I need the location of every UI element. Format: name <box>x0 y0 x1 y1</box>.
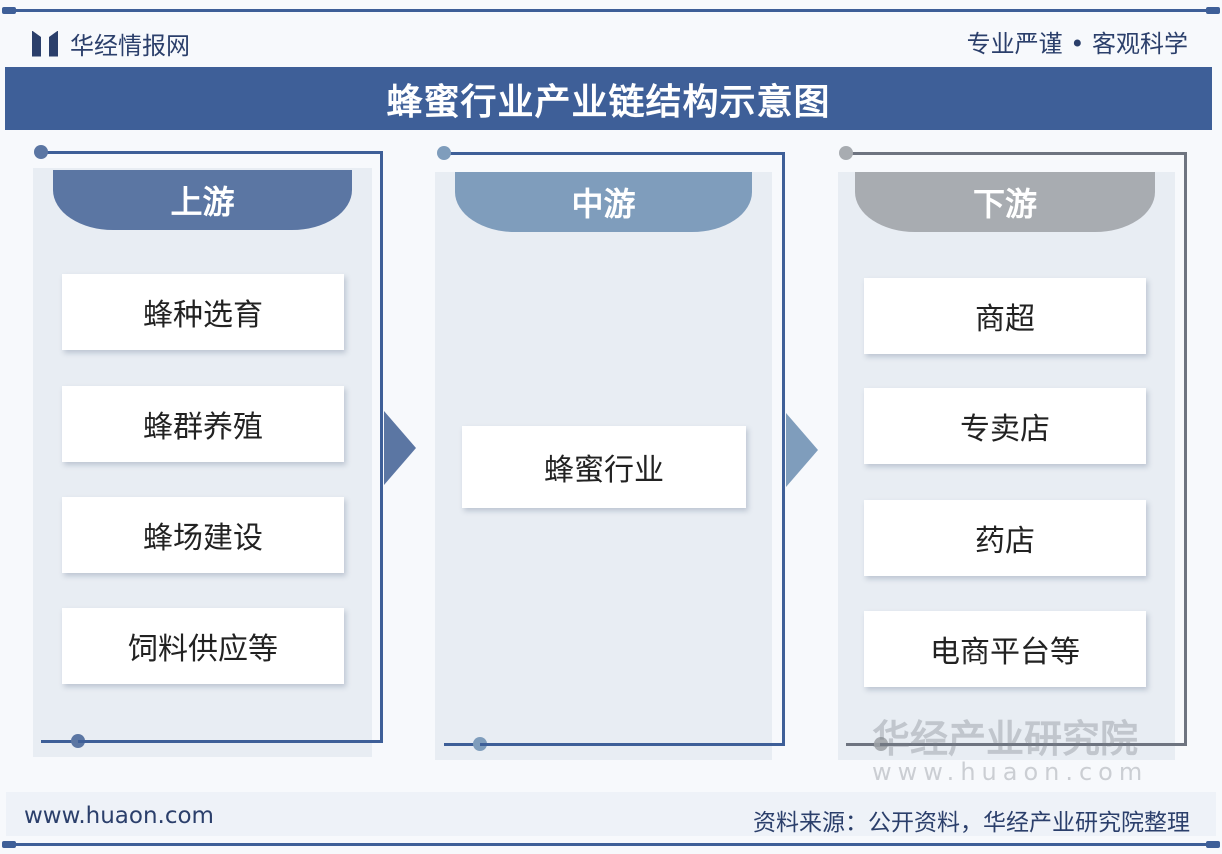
logo-icon <box>32 31 58 57</box>
frame-dot <box>839 146 853 160</box>
upstream-header: 上游 <box>53 170 352 230</box>
downstream-header: 下游 <box>855 172 1155 232</box>
source-note: 资料来源：公开资料，华经产业研究院整理 <box>753 810 1190 836</box>
downstream-item: 电商平台等 <box>864 611 1146 687</box>
frame-bottom <box>880 743 1187 746</box>
frame-dot <box>34 145 48 159</box>
slogan: 专业严谨 • 客观科学 <box>966 30 1188 58</box>
midstream-header: 中游 <box>455 172 752 232</box>
watermark-url: www.huaon.com <box>872 758 1149 786</box>
upstream-item: 蜂种选育 <box>62 274 344 350</box>
page-title: 蜂蜜行业产业链结构示意图 <box>5 67 1212 130</box>
frame-dot <box>437 146 451 160</box>
footer-url[interactable]: www.huaon.com <box>24 803 214 829</box>
downstream-item: 专卖店 <box>864 388 1146 464</box>
footer <box>6 792 1216 836</box>
arrow-right-icon <box>786 413 818 487</box>
frame-bottom <box>78 740 383 743</box>
downstream-item: 商超 <box>864 278 1146 354</box>
watermark-name: 华经产业研究院 <box>872 717 1139 761</box>
midstream-item: 蜂蜜行业 <box>462 426 746 508</box>
top-rule <box>2 7 1220 14</box>
frame-bottom <box>480 743 785 746</box>
downstream-item: 药店 <box>864 500 1146 576</box>
brand-logo: 华经情报网 <box>32 26 190 61</box>
upstream-item: 蜂场建设 <box>62 497 344 573</box>
arrow-right-icon <box>384 411 416 485</box>
upstream-item: 饲料供应等 <box>62 608 344 684</box>
brand-name: 华经情报网 <box>70 32 190 60</box>
upstream-item: 蜂群养殖 <box>62 386 344 462</box>
bottom-rule <box>2 841 1220 848</box>
